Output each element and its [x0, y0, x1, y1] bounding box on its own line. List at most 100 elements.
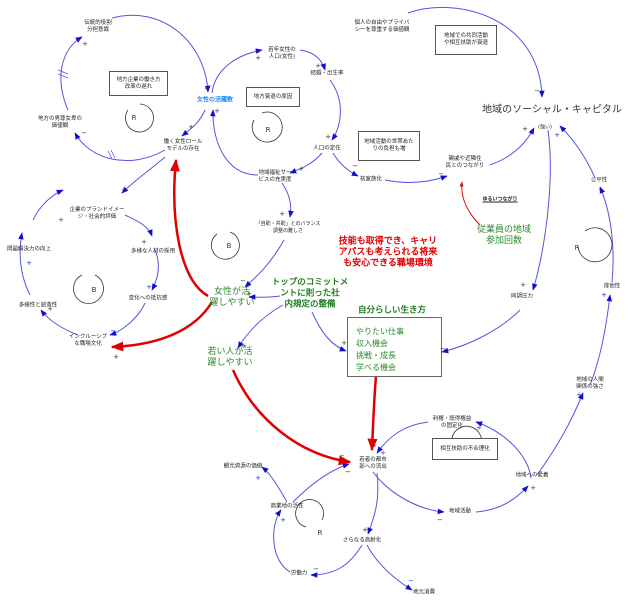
loop-label-r4: R	[317, 529, 323, 537]
sign-plus: +	[298, 165, 304, 173]
var-brand-image: 企業のブランドイメー ジ・社会的評価	[69, 207, 125, 220]
loop-label-r3: R	[574, 244, 580, 252]
var-working-role-model: 働く女性ロール モデルの存在	[163, 139, 203, 152]
sign-plus: +	[280, 516, 286, 524]
sign-minus: −	[345, 468, 351, 476]
box-local-burden: 地域活動の世帯あた りの負担も増	[358, 131, 420, 161]
red-link-life-box-to-outflow	[367, 375, 378, 452]
link-fairness-to-social-capital	[559, 125, 596, 179]
var-young-easy: 若い人が活 躍しやすい	[207, 347, 253, 368]
box-mutual-aid-irrational: 相互扶助の不合理化	[432, 438, 498, 460]
var-top-commitment: トップのコミットメ ントに則った社 内規定の整備	[271, 277, 349, 310]
sign-plus: +	[47, 305, 53, 313]
sign-plus: +	[279, 210, 285, 218]
link-traditional-to-women-count	[111, 14, 211, 93]
link-peer-to-life-box	[441, 309, 521, 354]
sign-plus: +	[241, 342, 247, 350]
red-link-young-easy-to-outflow	[231, 369, 352, 466]
link-brand-to-diverse	[124, 214, 153, 237]
link-population-to-welfare	[289, 152, 323, 174]
loop-circle-r3	[577, 227, 613, 263]
var-inclusive-culture: インクルーシブ な職場文化	[68, 334, 108, 347]
var-kin-neighbor-ties: 親戚や近隣住 民とのつながり	[445, 156, 485, 169]
sign-plus: +	[362, 526, 368, 534]
sign-plus: +	[121, 186, 127, 194]
link-aging-to-consumption	[366, 544, 413, 591]
link-bias-to-traditional	[60, 36, 83, 111]
link-top-to-young-easy	[237, 304, 284, 349]
link-population-to-nuclear	[332, 152, 359, 177]
link-nuclear-to-kin	[384, 175, 448, 184]
var-shopping-vitality: 商業地の活性	[270, 503, 304, 510]
box-mutual-aid: 地域での共同活動 や相互扶助が衰退	[435, 25, 497, 55]
link-marriage-to-population	[329, 79, 341, 141]
var-peer-pressure: 同調圧力	[510, 293, 534, 300]
sign-plus: +	[255, 474, 261, 482]
var-local-value-bias: 地方の男尊女卑の 価値観	[37, 116, 83, 129]
link-women-count-to-rolemodel	[181, 109, 206, 137]
var-nuclear-family: 核家族化	[359, 176, 383, 183]
box-local-decline: 地方衰退の原因	[246, 87, 300, 107]
link-social-capital-to-peer	[532, 129, 551, 291]
var-population-stability: 人口の定住	[313, 145, 341, 152]
link-diverse-to-resistance	[151, 249, 159, 291]
var-diversity-creativity: 多様性と創造性	[18, 302, 58, 309]
loop-label-r1: R	[131, 114, 137, 122]
sign-plus: +	[214, 107, 220, 115]
life-box-item: 挑戦・成長	[356, 351, 396, 360]
red-link-women-easy-to-inclusive	[110, 301, 214, 352]
link-women-count-to-young-women	[211, 48, 263, 94]
var-traditional-roles: 伝統的役割 分担意識	[84, 20, 112, 33]
sign-plus: +	[341, 339, 347, 347]
var-resistance-change: 変化への抵抗感	[128, 295, 168, 302]
red-link-women-easy-to-rolemodel	[169, 158, 209, 298]
sign-plus: +	[315, 62, 321, 70]
sign-plus: +	[554, 131, 560, 139]
sign-plus: +	[255, 54, 261, 62]
var-young-women-pop: 若年女性の 人口(女性)	[268, 47, 296, 60]
sign-minus: −	[204, 85, 210, 93]
link-individual-to-social-capital	[407, 6, 545, 98]
link-relations-to-exclusivity	[589, 294, 613, 386]
link-top-to-life-box	[311, 311, 347, 352]
sign-plus: +	[26, 259, 32, 267]
var-employee-participation: 従業員の地域 参加回数	[476, 225, 532, 246]
sign-plus: +	[520, 281, 526, 289]
sign-plus: +	[113, 353, 119, 361]
var-rights-fixation: 利権・既得権益 の固定化	[432, 416, 472, 429]
sign-plus: +	[325, 133, 331, 141]
loop-label-r2: R	[265, 126, 271, 134]
loop-circle-r2	[251, 111, 283, 143]
link-diversity-to-problem	[18, 232, 31, 296]
link-attachment-to-rights	[475, 421, 532, 479]
link-resistance-to-inclusive	[109, 302, 146, 336]
sign-plus: +	[522, 125, 528, 133]
var-local-attachment: 地域への愛着	[515, 472, 549, 479]
sign-minus: −	[81, 129, 87, 137]
link-rights-to-outflow	[376, 421, 429, 454]
link-labor-to-commercial	[273, 509, 291, 573]
sign-plus: +	[188, 123, 194, 131]
life-box-item: 学べる機会	[356, 363, 396, 372]
var-marriage-birth: 結婚・出生率	[310, 70, 344, 77]
var-youth-outflow: 若者の都市 部への流出	[359, 457, 387, 470]
link-welfare-to-women-count	[209, 109, 259, 176]
sign-minus: −	[440, 345, 446, 353]
link-outflow-to-local-activity	[372, 471, 445, 515]
var-labor-force: 労働力	[290, 570, 308, 577]
link-exclusivity-to-fairness	[599, 186, 614, 283]
life-box-item: やりたい仕事	[356, 327, 404, 336]
link-kin-to-social-capital	[489, 127, 535, 166]
loop-label-b2: B	[91, 286, 97, 294]
sign-minus: −	[352, 162, 358, 170]
var-local-relations: 地域の人間 関係の強さ	[576, 377, 604, 390]
sign-minus: −	[534, 87, 540, 95]
sign-minus: −	[371, 442, 377, 450]
link-rolemodel-to-bias	[74, 132, 166, 162]
var-women-easy: 女性が活 躍しやすい	[209, 287, 255, 308]
var-women-active-count: 女性の活躍数	[196, 96, 234, 104]
link-inclusive-to-diversity	[40, 309, 79, 336]
link-welfare-to-balance	[281, 182, 294, 218]
loop-circle-b1	[210, 231, 240, 260]
var-individual-values: 個人の自由やプライバ シーを尊重する価値観	[354, 20, 410, 33]
